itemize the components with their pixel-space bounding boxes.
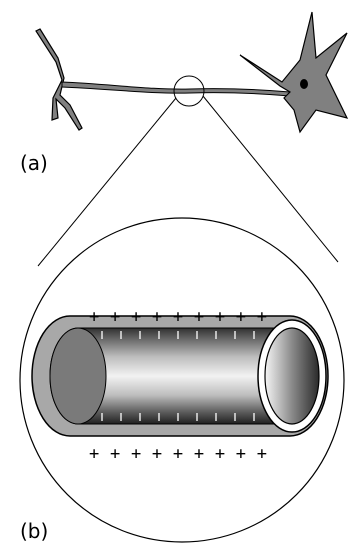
axon-segment xyxy=(32,316,328,436)
cell-body xyxy=(240,12,347,132)
panel-label-a: (a) xyxy=(20,151,48,175)
left-dendrite xyxy=(36,29,82,130)
panel-label-b: (b) xyxy=(20,519,48,543)
nucleus xyxy=(300,79,308,89)
outer-positive-charges-bottom: +++++++++ xyxy=(89,444,267,464)
neuron xyxy=(36,12,347,132)
outer-positive-charges-top: +++++++++ xyxy=(89,307,267,327)
left-end xyxy=(50,328,106,424)
right-end-ring-inner xyxy=(265,328,319,424)
